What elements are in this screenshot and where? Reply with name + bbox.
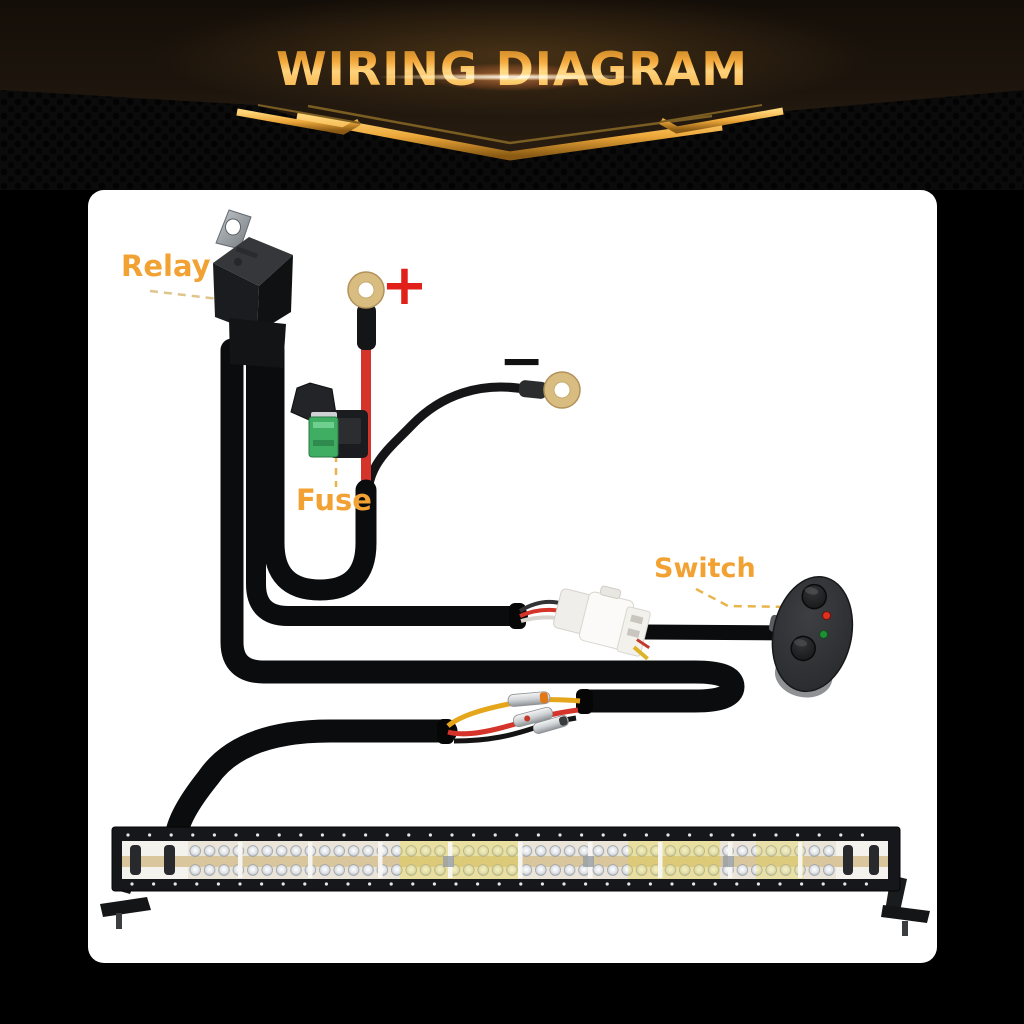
relay-tab-hole (225, 218, 241, 236)
switch-led-red (822, 611, 832, 621)
endcap-slot (869, 845, 879, 875)
chevron-right-thin (659, 104, 763, 123)
bar-bracket-right-bolt (902, 921, 908, 936)
bar-screw-boss (723, 856, 734, 867)
bar-yellow-section (756, 841, 804, 879)
sheath-cap-loop-end (576, 689, 593, 714)
relay (213, 209, 293, 368)
relay-right-face (257, 255, 293, 333)
negative-symbol: − (499, 329, 545, 392)
wire-negative-black (363, 382, 535, 497)
chevron-thin-line (307, 104, 713, 145)
bar-screw-boss (583, 856, 594, 867)
chevron-left-ornament (236, 108, 361, 135)
cable-lightbar-loop (220, 338, 745, 713)
endcap-slot (164, 845, 175, 875)
connector-latch (599, 585, 622, 599)
cable-switch-pod (638, 624, 800, 641)
diagram-panel (88, 190, 937, 963)
connector-wire-red (636, 638, 651, 650)
switch-button-bottom (790, 635, 816, 662)
positive-symbol: + (381, 253, 428, 318)
endcap-slot (843, 845, 853, 875)
ring-terminal-negative (518, 371, 581, 409)
fuse-body-window (338, 418, 361, 444)
bar-yellow-section (628, 841, 720, 879)
positive-crimp (357, 304, 376, 350)
negative-crimp (518, 380, 548, 399)
connector-pin-slot2 (626, 628, 641, 638)
led-light-bar (100, 826, 930, 936)
chevron-right-ornament (659, 107, 784, 134)
bar-bracket-left-foot (100, 897, 151, 917)
fuse-blade-stripe2 (313, 440, 334, 446)
fuse-blade-stripe (313, 422, 334, 428)
endcap-slot (130, 845, 141, 875)
wiring-diagram-svg (100, 209, 930, 936)
bar-screw-boss (443, 856, 454, 867)
bullet-connector-yellow (507, 691, 551, 707)
bullet-connector-red (512, 706, 554, 728)
connector-wire-yellow (632, 645, 649, 661)
switch-led-green (819, 629, 829, 639)
cable-battery-leg (263, 339, 377, 601)
switch-button-top (801, 583, 827, 610)
fuse-label: Fuse (296, 483, 372, 517)
leader-line-switch (695, 587, 794, 609)
switch-label: Switch (654, 553, 756, 584)
switch-connector (553, 585, 651, 661)
bar-yellow-section (400, 841, 518, 879)
cable-lightbar-drop (164, 719, 458, 852)
button-highlight (804, 587, 819, 595)
chevron-main (296, 111, 723, 161)
connector-pin-slot (630, 614, 644, 625)
relay-label: Relay (121, 249, 211, 283)
bar-bracket-right-foot (881, 905, 930, 923)
relay-top-face (213, 237, 293, 286)
bar-bracket-left-bolt (116, 913, 122, 929)
switch-pod-body (771, 575, 854, 693)
relay-top-marking (235, 246, 259, 259)
switch-pod (768, 575, 854, 698)
chevron-left-thin (257, 104, 361, 124)
relay-base (229, 318, 286, 368)
header-banner: WIRING DIAGRAM (0, 0, 1024, 190)
fuse-holder (290, 382, 368, 458)
cable-switch-leg (246, 340, 528, 626)
button-highlight2 (793, 639, 808, 647)
ring-terminal-positive (347, 271, 385, 350)
page-title: WIRING DIAGRAM (0, 42, 1024, 96)
relay-top-dot (234, 258, 242, 266)
relay-left-face (213, 263, 259, 333)
bullet-connector-black (532, 715, 569, 734)
